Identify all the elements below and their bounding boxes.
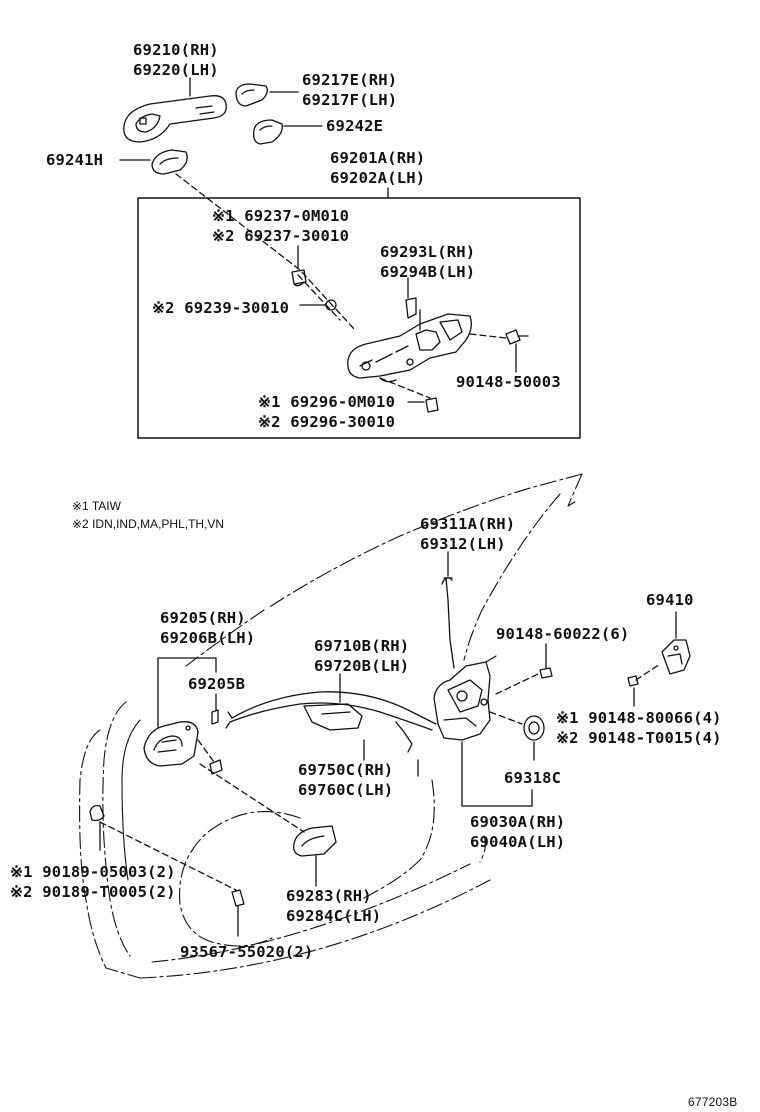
label-69237-2: ※2 69237-30010 [212,227,350,245]
label-69293L: 69293L(RH) [380,243,476,261]
figure-id: 677203B [688,1095,738,1109]
label-69318C: 69318C [504,769,562,787]
label-69030A: 69030A(RH) [470,813,566,831]
dashed-leader-9 [99,821,237,891]
label-69294B: 69294B(LH) [380,263,476,281]
bolt-69296-drawing [425,397,439,413]
label-69760C: 69760C(LH) [298,781,394,799]
outside-handle-drawing [123,95,227,143]
dashed-leader-6 [489,711,523,725]
dashed-leader-8 [199,763,305,833]
dashed-leader-1 [175,173,356,331]
label-90148-80066: ※1 90148-80066(4) [556,709,722,727]
label-90189-T0005: ※2 90189-T0005(2) [10,883,176,901]
rod-drawing [441,577,455,669]
label-90189-05003: ※1 90189-05003(2) [10,863,176,881]
striker-drawing [661,639,691,675]
door-edge-line [121,719,141,881]
label-90148-60022: 90148-60022(6) [496,625,630,643]
speaker-opening [179,810,301,947]
inside-handle-drawing [143,721,199,767]
label-90148-50003: 90148-50003 [456,373,561,391]
label-69206B: 69206B(LH) [160,629,256,647]
note-2: ※2 IDN,IND,MA,PHL,TH,VN [72,517,225,531]
label-69202A: 69202A(LH) [330,169,426,187]
lock-cylinder-drawing [291,269,307,287]
label-69284C: 69284C(LH) [286,907,382,925]
dashed-leader-7 [197,739,215,763]
label-69241H: 69241H [46,151,104,169]
clip-90189-drawing [89,804,105,822]
label-69237-1: ※1 69237-0M010 [212,207,350,225]
label-69296-2: ※2 69296-30010 [258,413,396,431]
screw-93567-drawing [231,889,245,907]
label-69239: ※2 69239-30010 [152,299,290,317]
striker-screw-drawing [627,663,661,687]
label-93567: 93567-55020(2) [180,943,314,961]
note-1: ※1 TAIW [72,499,121,513]
label-69217F: 69217F(LH) [302,91,398,109]
label-69710B: 69710B(RH) [314,637,410,655]
label-69283: 69283(RH) [286,887,372,905]
label-69242E: 69242E [326,117,384,135]
label-69750C: 69750C(RH) [298,761,394,779]
label-69040A: 69040A(LH) [470,833,566,851]
dashed-leader-4 [379,377,431,399]
label-69312: 69312(LH) [420,535,506,553]
screw-90148-60022-drawing [539,643,553,679]
grommet-drawing [523,715,545,741]
nut-drawing [325,299,337,311]
frame-mechanism-drawing [347,297,472,383]
label-69217E: 69217E(RH) [302,71,398,89]
door-outline-drawing [79,473,583,979]
handle-cover-drawing [235,83,268,107]
label-69720B: 69720B(LH) [314,657,410,675]
door-lock-drawing [433,655,497,741]
label-90148-T0015: ※2 90148-T0015(4) [556,729,722,747]
label-69220: 69220(LH) [133,61,219,79]
bezel-drawing [209,709,223,775]
cover-69242-drawing [252,119,283,145]
label-69410: 69410 [646,591,694,609]
dashed-leader-5 [495,673,539,695]
label-69311A: 69311A(RH) [420,515,516,533]
label-69205: 69205(RH) [160,609,246,627]
frame-assy-box [137,197,581,439]
label-69210: 69210(RH) [133,41,219,59]
dashed-leader-3 [469,333,507,339]
pad-69241-drawing [151,149,188,175]
protector-drawing [293,825,337,857]
screw-90148-50003-drawing [505,329,529,345]
cables-drawing [225,691,437,753]
label-69205B: 69205B [188,675,246,693]
label-69296-1: ※1 69296-0M010 [258,393,396,411]
label-69201A: 69201A(RH) [330,149,426,167]
